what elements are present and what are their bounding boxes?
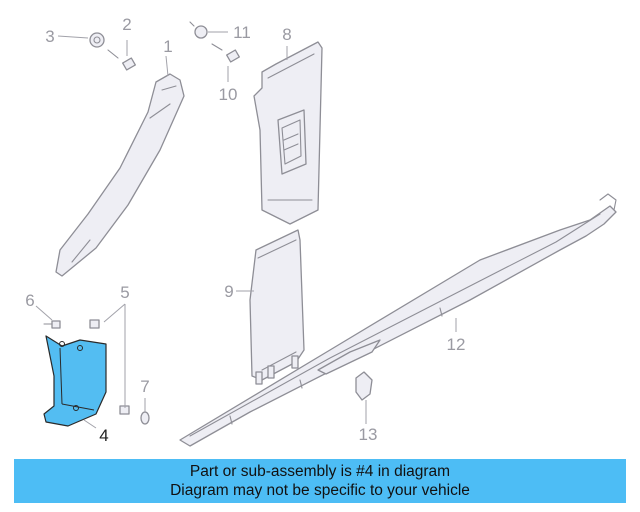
leader-lines: [35, 31, 457, 429]
fastener-3-clip: [89, 32, 105, 48]
callout-12: 12: [447, 335, 466, 354]
fastener-2-screw: [107, 49, 136, 71]
caption-line-2: Diagram may not be specific to your vehi…: [170, 482, 470, 499]
callout-3: 3: [45, 27, 54, 46]
fastener-13-clip: [355, 371, 373, 401]
part-8-upper-b-pillar-trim: [253, 41, 323, 225]
callout-13: 13: [359, 425, 378, 444]
fastener-7-clip: [140, 411, 150, 425]
callout-6: 6: [25, 291, 34, 310]
fastener-10-screw: [211, 43, 240, 63]
part-4-kick-panel: [43, 335, 107, 427]
caption-banner: Part or sub-assembly is #4 in diagram Di…: [14, 459, 626, 503]
callout-1: 1: [163, 37, 172, 56]
part-1-a-pillar-trim: [55, 73, 185, 277]
callout-10: 10: [219, 85, 238, 104]
caption-line-1: Part or sub-assembly is #4 in diagram: [189, 463, 451, 480]
callout-5: 5: [120, 283, 129, 302]
callout-4: 4: [99, 426, 108, 445]
callout-9: 9: [224, 282, 233, 301]
part-12-sill-plate: [179, 193, 617, 447]
callout-labels: 1 2 3 4 5 6 7 8 9 10 11 12 13: [25, 15, 465, 445]
callout-11: 11: [233, 23, 251, 42]
callout-7: 7: [140, 377, 149, 396]
fastener-6-screw: [43, 320, 61, 329]
callout-2: 2: [122, 15, 131, 34]
part-9-lower-b-pillar-trim: [249, 229, 305, 385]
callout-8: 8: [282, 25, 291, 44]
fastener-11-clip: [189, 21, 208, 39]
